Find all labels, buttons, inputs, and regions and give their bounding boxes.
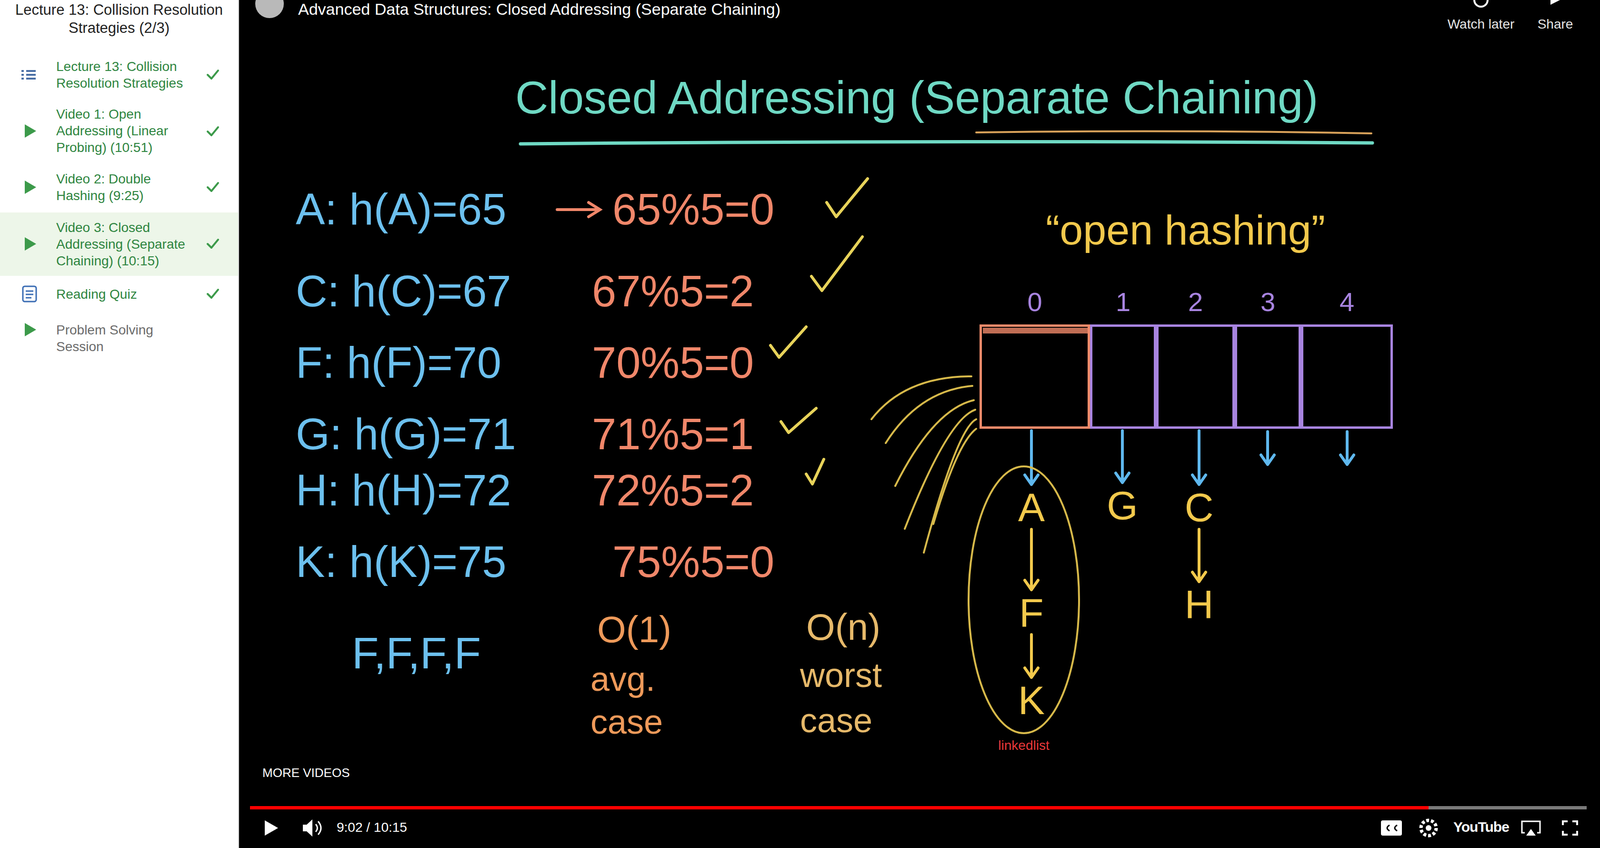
hash-equation: K: h(K)=75 (295, 535, 507, 588)
chain-outline: linkedlistAFK (966, 464, 1081, 735)
list-icon (21, 70, 36, 80)
slot-index: 4 (1303, 286, 1391, 318)
chain-arrow (1024, 430, 1039, 485)
volume-icon (302, 819, 321, 837)
chain-arrow (1192, 430, 1206, 485)
lesson-item: Lecture 13: Collision Resolution Strateg… (56, 58, 202, 92)
quiz-icon (22, 286, 37, 302)
captions-icon (1380, 820, 1402, 836)
hash-equation: F: h(F)=70 (295, 336, 502, 389)
complexity-label: worst case (800, 652, 924, 743)
youtube-logo: YouTube (1453, 818, 1510, 836)
chain-arrow (1024, 529, 1039, 590)
play-button (264, 820, 279, 836)
active-item-highlight (0, 212, 239, 276)
modulo-result: 71%5=1 (591, 407, 754, 460)
chain-key: A (1018, 487, 1045, 528)
scribble (871, 376, 977, 553)
chain-arrow-line (1192, 430, 1206, 485)
chain-key: K (1018, 680, 1045, 720)
progress-played (250, 805, 1429, 810)
lesson-item: Reading Quiz (56, 285, 202, 303)
chain-arrow-line (1024, 430, 1039, 485)
fullscreen-icon (1562, 820, 1578, 835)
chain-entry: H (1182, 584, 1216, 625)
slot-index: 1 (1092, 286, 1154, 318)
check-mark (770, 178, 868, 484)
title-underline (520, 141, 1373, 144)
board-note: “open hashing” (1045, 204, 1326, 256)
chain-arrow (1115, 430, 1130, 483)
slot-index: 3 (1237, 286, 1299, 318)
slot-index: 2 (1158, 286, 1233, 318)
lesson-item: Problem Solving Session (56, 321, 202, 355)
lesson-item: Video 1: Open Addressing (Linear Probing… (56, 105, 202, 156)
chain-arrow-line (1192, 529, 1206, 582)
hash-equation: C: h(C)=67 (295, 264, 512, 318)
board-title: Closed Addressing (Separate Chaining) (515, 71, 1319, 124)
hash-equation: G: h(G)=71 (295, 407, 517, 460)
course-header: Lecture 13: Collision Resolution Strateg… (9, 0, 229, 38)
sidebar-panel (0, 0, 240, 848)
chain-arrow (1192, 529, 1206, 582)
chain-key: F (1019, 592, 1044, 633)
linked-list-label: linkedlist (947, 737, 1100, 753)
chain-entry: A (1016, 487, 1047, 528)
hash-slot: 4 (1300, 324, 1393, 429)
watch-later-icon (1474, 0, 1488, 7)
hash-slot: 3 (1234, 324, 1301, 429)
share-icon (1550, 0, 1560, 5)
chain-arrow (1024, 634, 1039, 678)
chain-entry: C (1182, 487, 1216, 528)
airplay-icon (1521, 820, 1540, 836)
subtitle-underline (976, 130, 1372, 134)
modulo-result: 65%5=0 (612, 182, 775, 236)
player-button-label: Share (1521, 16, 1589, 33)
hash-slot: 1 (1090, 324, 1157, 429)
hash-slot: 2 (1156, 324, 1235, 429)
sidebar-divider (238, 0, 240, 848)
chain-key: C (1184, 487, 1214, 528)
chain-arrow-line (1115, 430, 1130, 483)
player-button-label: Watch later (1423, 16, 1539, 33)
channel-avatar (255, 0, 284, 19)
modulo-result: 70%5=0 (591, 336, 754, 389)
hash-slot: 0 (979, 324, 1090, 429)
chain-arrow-line (1024, 634, 1039, 678)
chain-entry: F (1017, 592, 1046, 633)
modulo-result: 67%5=2 (591, 264, 754, 318)
lesson-item: Video 2: Double Hashing (9:25) (56, 170, 202, 204)
chain-key: H (1184, 584, 1214, 625)
settings-icon (1420, 820, 1437, 836)
slot-highlight (982, 327, 1088, 334)
done-check (207, 70, 219, 298)
hash-equation: A: h(A)=65 (295, 182, 507, 236)
complexity-label: avg. case (590, 657, 696, 743)
chain-arrow-line (1024, 529, 1039, 590)
video-title: Advanced Data Structures: Closed Address… (298, 0, 781, 19)
empty-slot-arrow (1260, 431, 1354, 465)
modulo-result: 75%5=0 (612, 535, 775, 588)
slot-index: 0 (981, 286, 1088, 318)
complexity-label: O(n) (806, 604, 881, 650)
chain-entry: G (1104, 485, 1140, 526)
time-display: 9:02 / 10:15 (336, 819, 408, 836)
chain-ellipse-outline (968, 466, 1080, 733)
chain-entry: K (1016, 680, 1047, 720)
more-videos-link: MORE VIDEOS (262, 764, 350, 780)
hash-equation: H: h(H)=72 (295, 463, 512, 517)
lesson-item: Video 3: Closed Addressing (Separate Cha… (56, 219, 202, 270)
chain-key: G (1106, 485, 1138, 526)
play-icon (24, 124, 37, 337)
board-note: F,F,F,F (351, 626, 481, 680)
progress-remaining (1428, 805, 1587, 810)
modulo-result: 72%5=2 (591, 463, 754, 517)
maps-to-arrow (557, 202, 600, 217)
complexity-label: O(1) (597, 607, 672, 652)
